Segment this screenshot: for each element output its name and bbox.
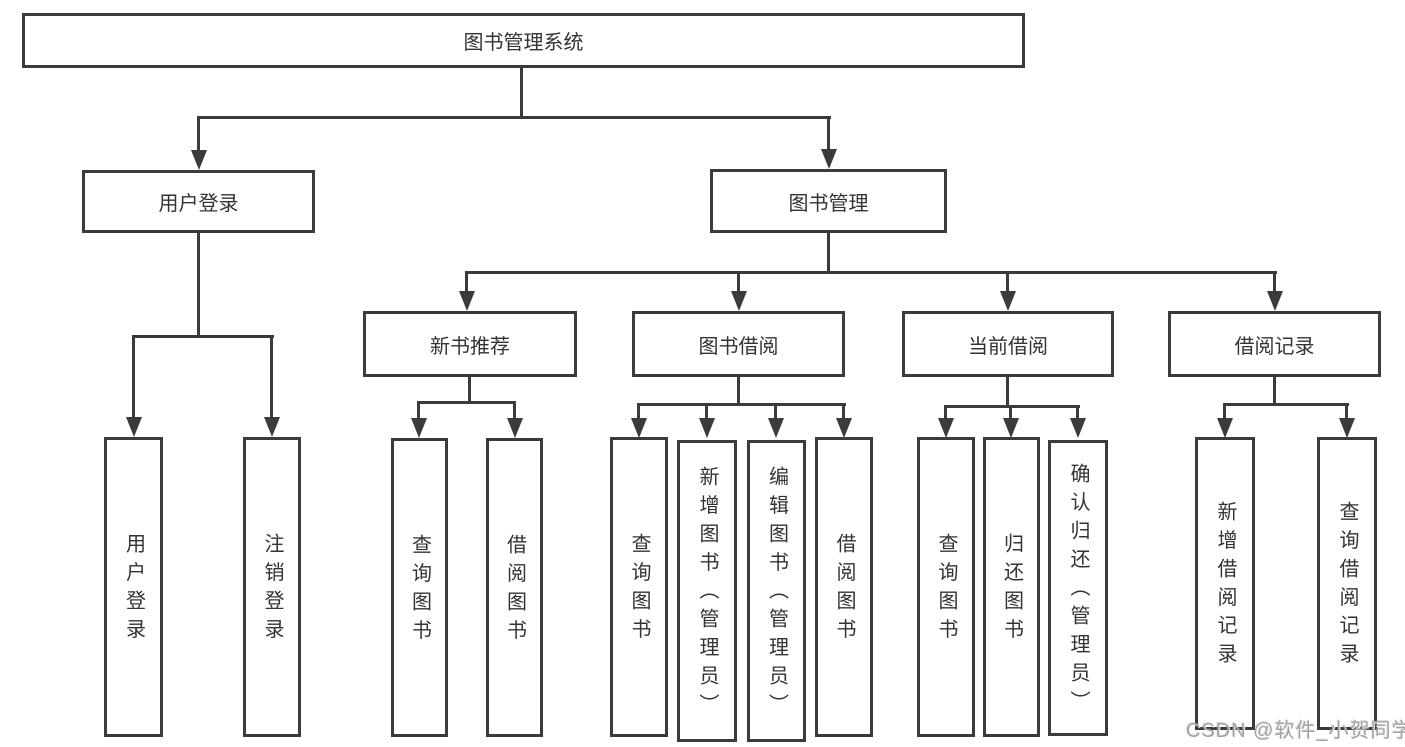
leaf-br-add-record: 新增借阅记录 bbox=[1195, 437, 1255, 730]
connector-book-mgmt-rail bbox=[465, 271, 1277, 274]
connector-root-rail bbox=[198, 116, 831, 119]
leaf-cb-query-book: 查询图书 bbox=[917, 437, 975, 737]
arrowhead-icon bbox=[1000, 291, 1016, 311]
leaf-bb-borrow-book: 借阅图书 bbox=[815, 437, 873, 737]
leaf-nbr-borrow-book: 借阅图书 bbox=[486, 438, 543, 737]
connector-drop-cb-return bbox=[1009, 405, 1012, 418]
arrowhead-icon bbox=[821, 149, 837, 169]
csdn-watermark: CSDN @软件_小贺同学 bbox=[1186, 720, 1405, 742]
leaf-cb-confirm-return: 确认归还（管理员） bbox=[1048, 440, 1108, 736]
connector-drop-book-borrow bbox=[737, 271, 740, 293]
arrowhead-icon bbox=[836, 418, 852, 438]
leaf-cb-return-book-label: 归还图书 bbox=[1000, 533, 1023, 647]
connector-book-borrow-stem bbox=[737, 377, 740, 406]
connector-drop-user-login bbox=[197, 116, 200, 152]
arrowhead-icon bbox=[1003, 418, 1019, 438]
arrowhead-icon bbox=[768, 418, 784, 438]
connector-drop-current-borrow bbox=[1006, 271, 1009, 293]
connector-root-stem bbox=[520, 68, 523, 118]
connector-drop-bb-query bbox=[637, 403, 640, 418]
leaf-cb-query-book-label: 查询图书 bbox=[935, 533, 957, 647]
arrowhead-icon bbox=[1267, 291, 1283, 311]
connector-drop-bb-add bbox=[705, 403, 708, 418]
connector-book-borrow-rail bbox=[637, 403, 846, 406]
connector-drop-br-add bbox=[1223, 403, 1226, 418]
connector-drop-new-book-rec bbox=[465, 271, 468, 293]
leaf-bb-query-book-label: 查询图书 bbox=[628, 533, 650, 647]
connector-new-book-rec-rail bbox=[417, 401, 516, 404]
leaf-user-login-label: 用户登录 bbox=[122, 533, 145, 647]
arrowhead-icon bbox=[938, 418, 954, 438]
leaf-user-login: 用户登录 bbox=[104, 437, 163, 737]
node-book-borrow-label: 图书借阅 bbox=[698, 335, 779, 358]
leaf-nbr-borrow-book-label: 借阅图书 bbox=[503, 533, 526, 648]
leaf-br-query-record-label: 查询借阅记录 bbox=[1336, 501, 1358, 672]
connector-drop-bb-borrow bbox=[842, 403, 845, 418]
connector-book-mgmt-stem bbox=[827, 233, 830, 274]
connector-user-login-stem bbox=[197, 233, 200, 338]
leaf-br-add-record-label: 新增借阅记录 bbox=[1214, 501, 1236, 672]
connector-drop-br-query bbox=[1345, 403, 1348, 418]
node-user-login-label: 用户登录 bbox=[158, 193, 239, 215]
leaf-nbr-query-book-label: 查询图书 bbox=[408, 533, 431, 648]
leaf-br-query-record: 查询借阅记录 bbox=[1317, 437, 1377, 730]
leaf-logout-label: 注销登录 bbox=[261, 533, 283, 647]
connector-drop-bb-edit bbox=[774, 403, 777, 418]
leaf-bb-borrow-book-label: 借阅图书 bbox=[833, 533, 855, 647]
connector-current-borrow-rail bbox=[944, 405, 1080, 408]
leaf-cb-return-book: 归还图书 bbox=[983, 437, 1040, 737]
leaf-bb-query-book: 查询图书 bbox=[610, 437, 668, 737]
node-new-book-rec: 新书推荐 bbox=[363, 311, 577, 377]
node-borrow-record-label: 借阅记录 bbox=[1234, 335, 1315, 358]
node-current-borrow-label: 当前借阅 bbox=[968, 335, 1048, 358]
leaf-logout: 注销登录 bbox=[243, 437, 301, 737]
arrowhead-icon bbox=[1070, 418, 1086, 438]
connector-drop-cb-confirm bbox=[1076, 405, 1079, 418]
node-book-mgmt-label: 图书管理 bbox=[788, 192, 869, 215]
arrowhead-icon bbox=[731, 291, 747, 311]
connector-drop-ul-logout bbox=[270, 335, 273, 419]
connector-drop-nbr-query bbox=[417, 401, 420, 418]
connector-borrow-record-stem bbox=[1273, 377, 1276, 406]
node-root: 图书管理系统 bbox=[22, 13, 1025, 68]
node-new-book-rec-label: 新书推荐 bbox=[430, 335, 510, 358]
arrowhead-icon bbox=[264, 417, 280, 437]
leaf-bb-add-book-label: 新增图书（管理员） bbox=[696, 466, 718, 722]
connector-borrow-record-rail bbox=[1223, 403, 1349, 406]
node-borrow-record: 借阅记录 bbox=[1168, 311, 1381, 377]
arrowhead-icon bbox=[411, 418, 427, 438]
arrowhead-icon bbox=[1339, 418, 1355, 438]
arrowhead-icon bbox=[631, 418, 647, 438]
arrowhead-icon bbox=[699, 418, 715, 438]
leaf-bb-edit-book-label: 编辑图书（管理员） bbox=[765, 466, 788, 722]
connector-current-borrow-stem bbox=[1006, 377, 1009, 408]
connector-drop-cb-query bbox=[944, 405, 947, 418]
connector-drop-ul-user-login bbox=[132, 335, 135, 419]
arrowhead-icon bbox=[507, 418, 523, 438]
connector-drop-borrow-record bbox=[1273, 271, 1276, 293]
node-book-mgmt: 图书管理 bbox=[710, 169, 947, 233]
arrowhead-icon bbox=[191, 150, 207, 170]
arrowhead-icon bbox=[459, 291, 475, 311]
leaf-bb-edit-book: 编辑图书（管理员） bbox=[747, 440, 806, 742]
leaf-cb-confirm-return-label: 确认归还（管理员） bbox=[1067, 463, 1089, 719]
connector-new-book-rec-stem bbox=[468, 377, 471, 404]
node-root-label: 图书管理系统 bbox=[463, 32, 584, 54]
leaf-bb-add-book: 新增图书（管理员） bbox=[677, 440, 737, 742]
arrowhead-icon bbox=[1217, 418, 1233, 438]
node-user-login: 用户登录 bbox=[82, 170, 315, 233]
arrowhead-icon bbox=[126, 417, 142, 437]
node-current-borrow: 当前借阅 bbox=[902, 311, 1114, 377]
leaf-nbr-query-book: 查询图书 bbox=[391, 438, 448, 737]
node-book-borrow: 图书借阅 bbox=[632, 311, 845, 377]
connector-drop-nbr-borrow bbox=[513, 401, 516, 418]
connector-user-login-rail bbox=[132, 335, 274, 338]
connector-drop-book-mgmt bbox=[827, 116, 830, 151]
